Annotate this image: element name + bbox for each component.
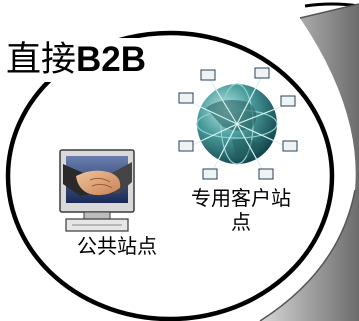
- globe-network-icon: [178, 67, 298, 180]
- diagram-title: 直接B2B: [4, 38, 149, 82]
- handshake-monitor-icon: [59, 149, 135, 232]
- swoosh-shape: [259, 3, 359, 321]
- title-bold: B2B: [76, 40, 147, 79]
- title-prefix: 直接: [6, 40, 77, 80]
- public-site-label: 公共站点: [62, 234, 172, 258]
- custom-site-label: 专用客户站点: [191, 186, 291, 234]
